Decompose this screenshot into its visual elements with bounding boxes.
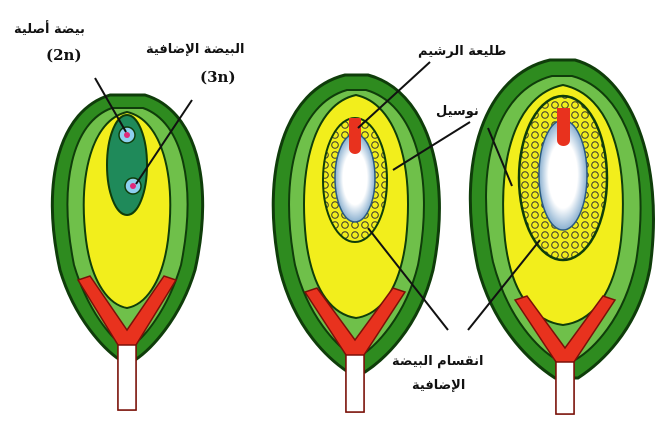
label-embryo-bud: طليعة الرشيم (418, 44, 506, 59)
ovule-stage-3 (470, 60, 653, 414)
label-endosperm-division-2: الإضافية (412, 378, 465, 393)
ovule-stage-1 (52, 95, 202, 410)
label-nucellus: نوسيل (436, 104, 479, 119)
label-secondary-nucleus: بيضة أصلية (14, 22, 85, 37)
embryo-bud (349, 118, 361, 154)
label-endosperm-nucleus: البيضة الإضافية (146, 42, 244, 57)
label-secondary-nucleus-ploidy: (2n) (46, 46, 82, 64)
label-endosperm-nucleus-ploidy: (3n) (200, 68, 236, 86)
embryo-bud (557, 108, 570, 146)
label-endosperm-division-1: انقسام البيضة (392, 354, 484, 369)
